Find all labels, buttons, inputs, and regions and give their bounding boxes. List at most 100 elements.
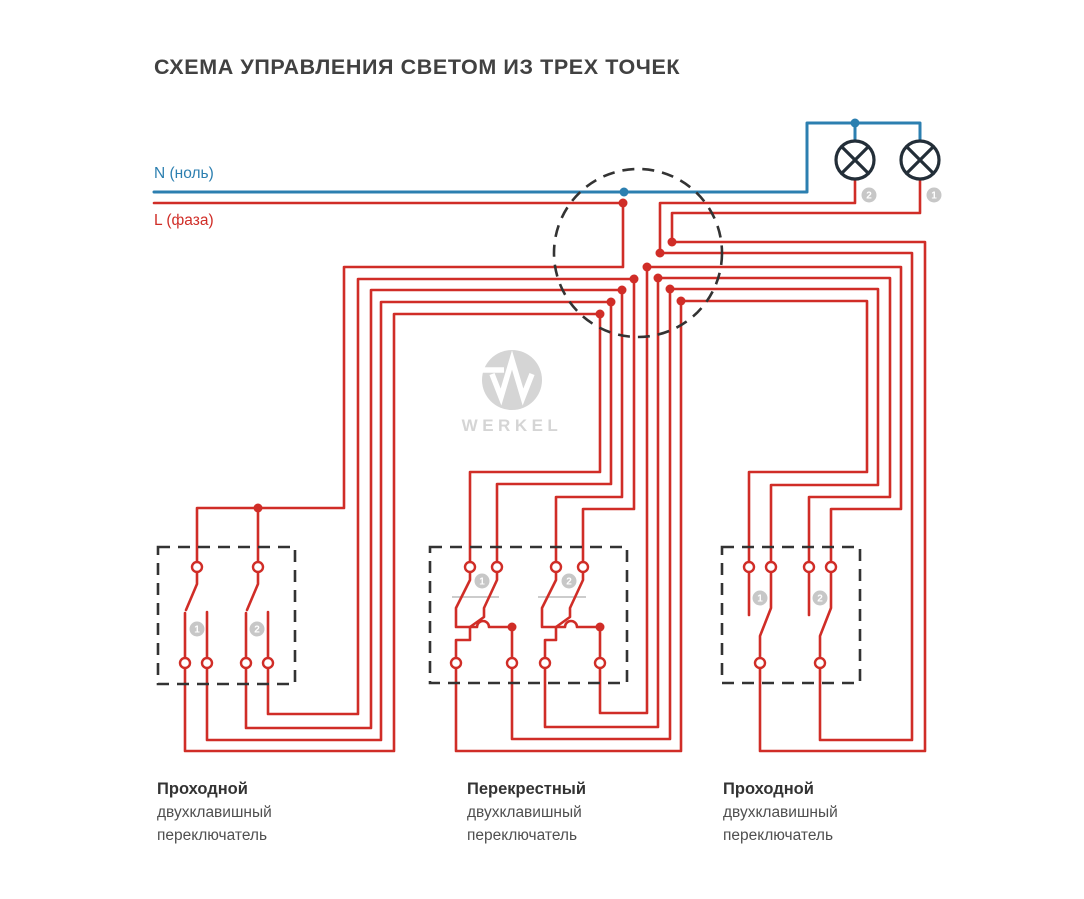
wire-phase-to-left-switch <box>152 201 625 564</box>
terminal <box>261 656 275 670</box>
lamp1-badge-number: 1 <box>931 191 937 202</box>
lamp-x-icon <box>840 145 870 175</box>
switch-type: Проходной <box>157 780 248 798</box>
wire-lamp2-to-right-common2 <box>658 177 914 742</box>
terminal <box>742 560 756 574</box>
wire-left-b4-mid-t4 <box>266 277 636 716</box>
lamp-x-icon <box>905 145 935 175</box>
mid-gang2-cross-b <box>543 570 585 660</box>
left-gang2-lever <box>245 570 260 612</box>
wire-mid-b4-right-t4 <box>598 265 903 715</box>
junction-box-circle <box>552 167 724 339</box>
junction-dot <box>665 284 675 294</box>
wire-mid-b3-right-t3 <box>543 276 892 729</box>
mid-gang1-badge <box>474 573 490 589</box>
terminal <box>251 560 265 574</box>
terminal <box>200 656 214 670</box>
junction-dot <box>629 274 639 284</box>
middle-switch: 1 2 <box>428 545 629 685</box>
terminal <box>802 560 816 574</box>
mid-gang2-dot <box>595 622 605 632</box>
terminal <box>593 656 607 670</box>
werkel-logo-w <box>489 350 535 406</box>
left-switch-box <box>156 545 297 686</box>
terminal <box>813 656 827 670</box>
switch-desc-line: переключатель <box>723 827 834 844</box>
junction-dot <box>642 262 652 272</box>
right-gang2-lever <box>818 570 833 660</box>
left-gang1-contacts <box>183 610 209 660</box>
phase-line-label: L (фаза) <box>154 212 214 229</box>
switch-desc-line: двухклавишный <box>157 804 272 821</box>
left-gang1-badge-number: 1 <box>194 625 200 636</box>
werkel-wordmark: WERKEL <box>461 416 563 435</box>
lamp-2: 2 <box>834 139 877 203</box>
switch-desc-line: переключатель <box>157 827 268 844</box>
left-gang1-badge <box>189 621 205 637</box>
right-gang1-badge <box>752 590 768 606</box>
wire-left-b3-mid-t3 <box>244 288 624 730</box>
terminal <box>824 560 838 574</box>
switch-desc-line: двухклавишный <box>723 804 838 821</box>
terminal <box>490 560 504 574</box>
terminal <box>449 656 463 670</box>
phase-wiring <box>152 177 927 753</box>
lamp2-badge-number: 2 <box>866 191 872 202</box>
lamp-1: 1 <box>899 139 942 203</box>
switch-type: Проходной <box>723 780 814 798</box>
terminal <box>764 560 778 574</box>
terminal <box>576 560 590 574</box>
right-switch-box <box>720 545 862 685</box>
junction-dot <box>653 273 663 283</box>
neutral-wire <box>152 121 922 194</box>
junction-dot <box>595 309 605 319</box>
left-switch-label: Проходной двухклавишный переключатель <box>157 778 272 847</box>
terminal <box>463 560 477 574</box>
mid-gang2-badge <box>561 573 577 589</box>
left-switch: 1 2 <box>156 545 297 686</box>
mid-gang2-badge-number: 2 <box>566 577 572 588</box>
junction-dot <box>618 198 628 208</box>
wire-lamp1-to-right-common1 <box>670 177 927 753</box>
mid-gang1-cross-b <box>454 570 499 660</box>
right-gang2-badge <box>812 590 828 606</box>
neutral-line-label: N (ноль) <box>154 165 214 182</box>
lamp-icon <box>834 139 876 181</box>
right-switch-label: Проходной двухклавишный переключатель <box>723 778 838 847</box>
wire-mid-b1-right-t1 <box>454 299 869 753</box>
junction-dot <box>667 237 677 247</box>
wire-left-b2-mid-t2 <box>205 300 613 742</box>
terminal <box>753 656 767 670</box>
junction-dot <box>655 248 665 258</box>
left-gang2-badge-number: 2 <box>254 625 260 636</box>
middle-switch-label: Перекрестный двухклавишный переключатель <box>467 778 586 847</box>
neutral-junction-dot <box>619 187 629 197</box>
terminal <box>239 656 253 670</box>
mid-gang1-dot <box>507 622 517 632</box>
right-gang1-lever <box>758 570 773 660</box>
terminal <box>549 560 563 574</box>
junction-dot <box>617 285 627 295</box>
switch-desc-line: двухклавишный <box>467 804 582 821</box>
junction-dot <box>606 297 616 307</box>
left-gang1-lever <box>184 570 199 612</box>
werkel-logo-disc <box>482 350 542 410</box>
wire-mid-b2-right-t2 <box>510 287 880 741</box>
phase-split-dot <box>253 503 263 513</box>
right-gang2-badge-number: 2 <box>817 594 823 605</box>
werkel-logo <box>482 350 542 410</box>
left-gang2-contacts <box>244 610 270 660</box>
junction-dot <box>676 296 686 306</box>
terminal <box>505 656 519 670</box>
terminal <box>190 560 204 574</box>
terminal <box>538 656 552 670</box>
lamp2-badge <box>861 187 877 203</box>
middle-switch-box <box>428 545 629 685</box>
neutral-lamp-tap-dot <box>850 118 860 128</box>
switch-desc-line: переключатель <box>467 827 578 844</box>
wire-left-b1-mid-t1 <box>183 312 602 753</box>
mid-gang1-cross-a <box>454 570 514 660</box>
right-gang1-badge-number: 1 <box>757 594 763 605</box>
